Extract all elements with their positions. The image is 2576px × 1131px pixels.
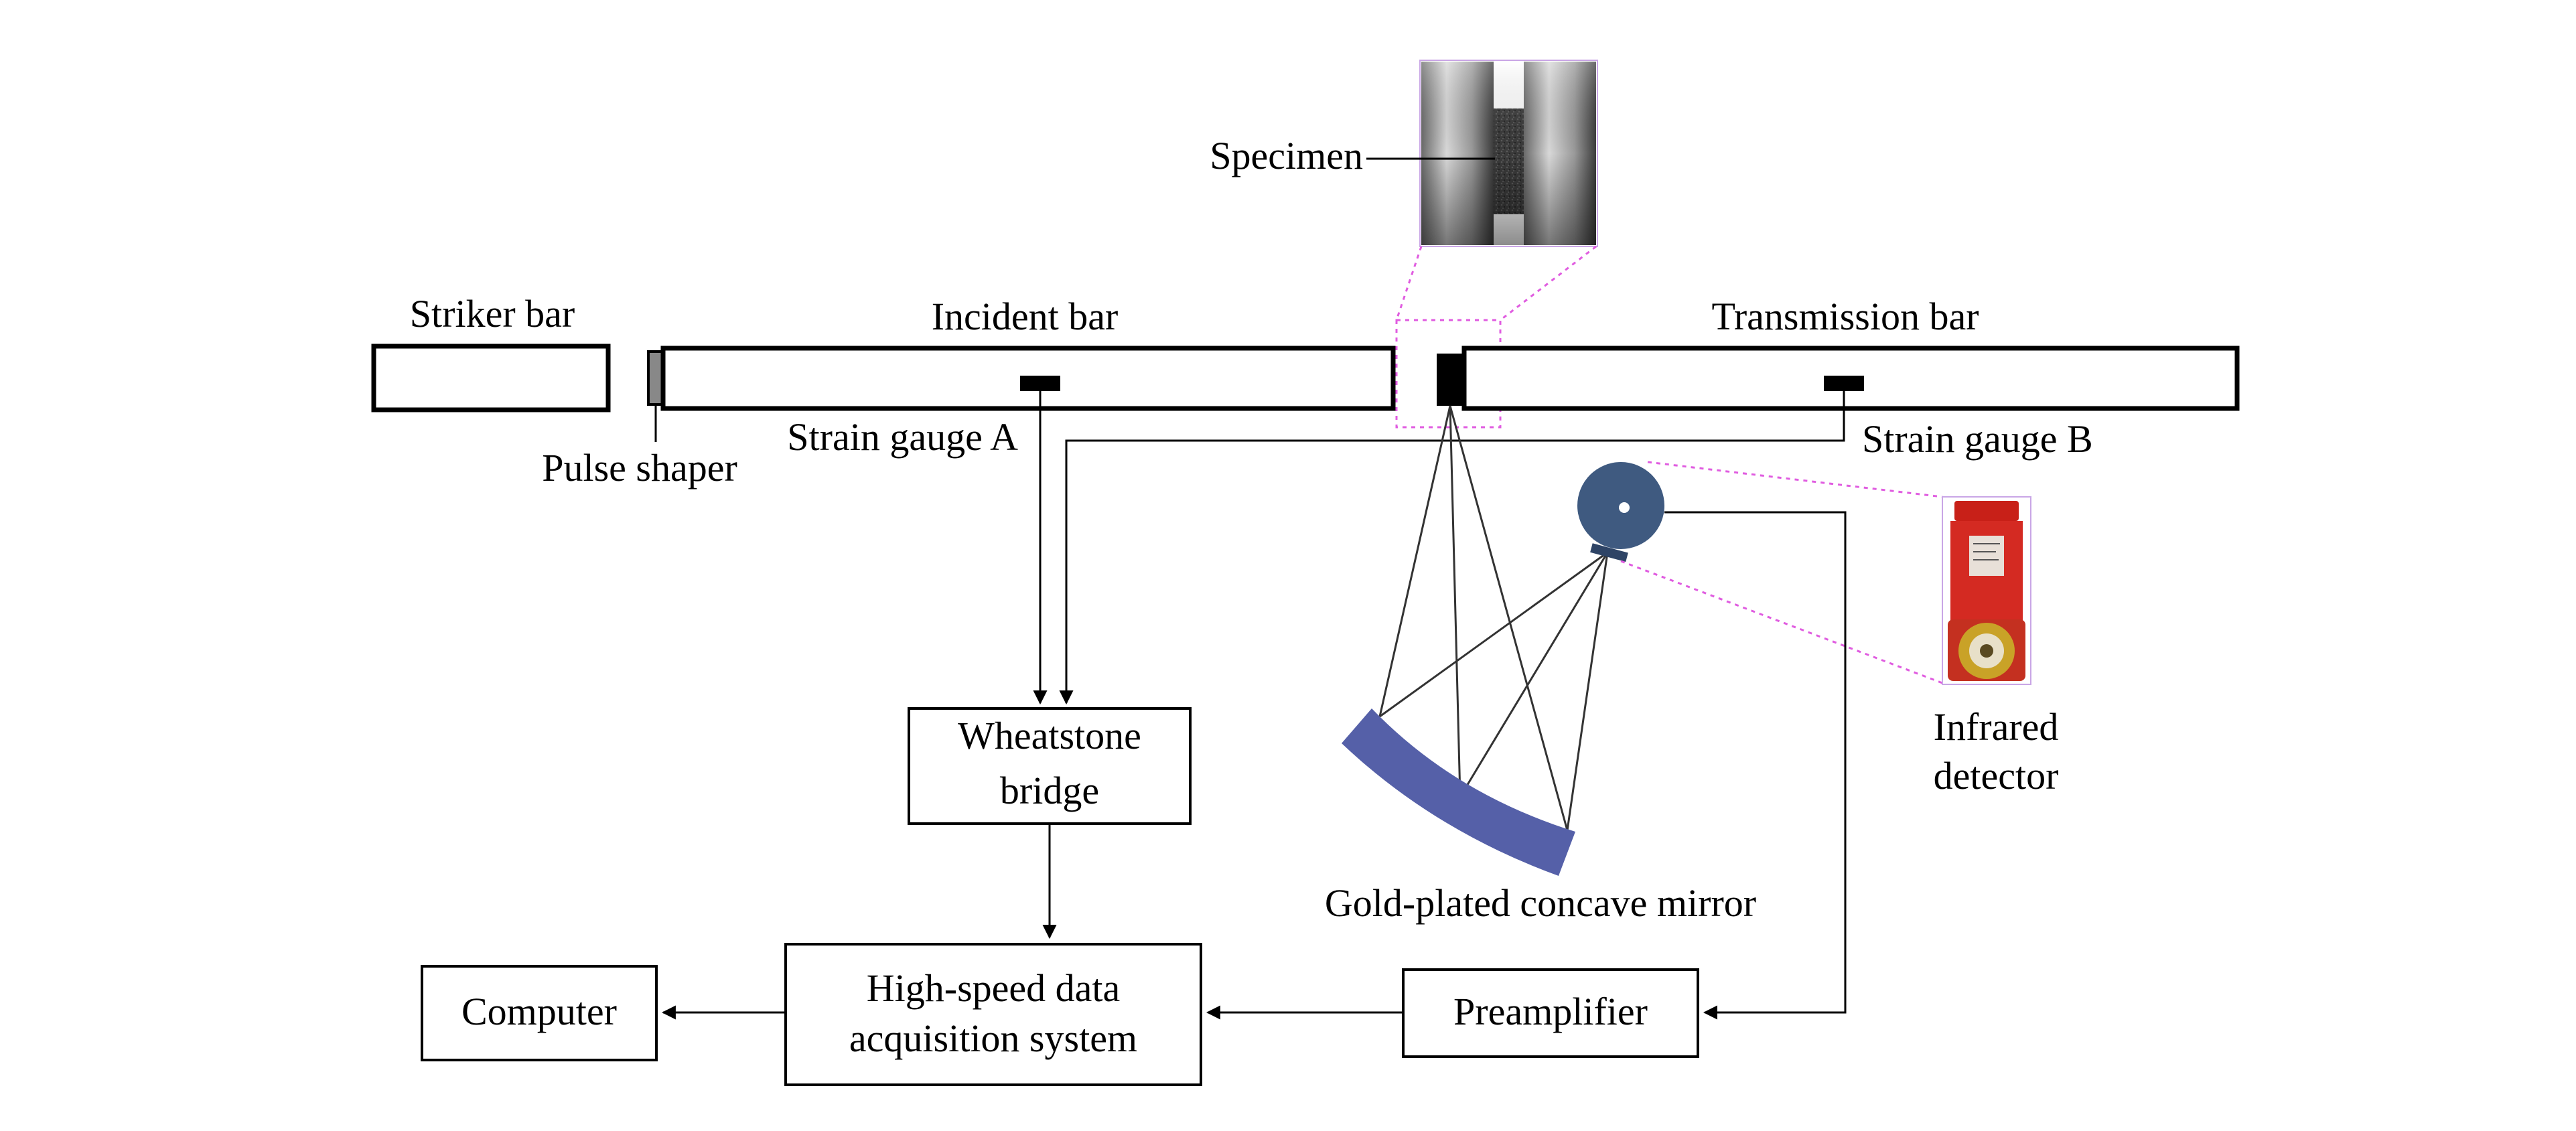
- computer-box: Computer: [421, 965, 658, 1061]
- infrared-detector-label-line2: detector: [1934, 754, 2059, 798]
- detector-zoom-lines: [1620, 461, 1943, 684]
- daq-label-line1: High-speed data: [867, 966, 1120, 1010]
- wheatstone-label-line2: bridge: [1000, 769, 1099, 812]
- strain-gauge-a: [1020, 376, 1060, 391]
- optical-rays: [1378, 405, 1609, 831]
- incident-bar-label: Incident bar: [932, 295, 1119, 338]
- daq-label-line2: acquisition system: [849, 1016, 1137, 1060]
- daq-system-box: High-speed data acquisition system: [784, 943, 1202, 1086]
- transmission-bar-label: Transmission bar: [1711, 295, 1979, 338]
- mirror-label: Gold-plated concave mirror: [1325, 881, 1756, 925]
- lens-icon: [1577, 462, 1664, 562]
- striker-bar: [371, 344, 611, 412]
- infrared-detector-icon: [1942, 496, 2031, 685]
- strain-gauge-a-label: Strain gauge A: [787, 415, 1018, 459]
- striker-bar-label: Striker bar: [410, 292, 575, 335]
- computer-label: Computer: [461, 990, 617, 1033]
- preamplifier-box: Preamplifier: [1402, 968, 1699, 1058]
- transmission-bar: [1461, 346, 2240, 411]
- pulse-shaper-label: Pulse shaper: [542, 446, 737, 489]
- specimen-photo-icon: [1419, 60, 1598, 247]
- infrared-detector-label-line1: Infrared: [1934, 705, 2059, 749]
- strain-gauge-b: [1824, 376, 1864, 391]
- detector-wire: [1664, 511, 1847, 1020]
- strain-gauge-b-label: Strain gauge B: [1862, 417, 2093, 461]
- concave-mirror-icon: [1342, 708, 1575, 876]
- wheatstone-bridge-box: Wheatstone bridge: [908, 707, 1192, 825]
- wheatstone-label-line1: Wheatstone: [958, 714, 1141, 757]
- strain-gauge-wires: [1033, 391, 1845, 705]
- specimen-in-setup: [1437, 354, 1465, 406]
- specimen-label: Specimen: [1210, 134, 1363, 177]
- preamplifier-label: Preamplifier: [1453, 990, 1648, 1033]
